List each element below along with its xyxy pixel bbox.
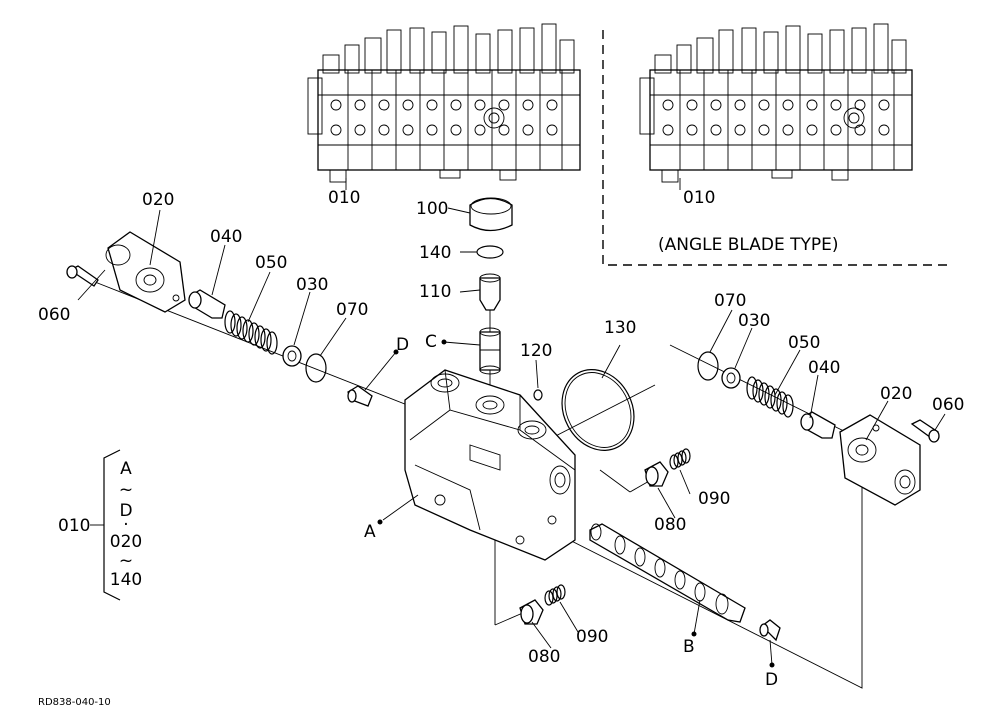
ref-A-dot [377, 519, 383, 525]
callout-050-left: 050 [255, 253, 287, 273]
bracket-line: A [120, 459, 132, 479]
plug-D-upper [347, 385, 373, 407]
callout-080-lower: 080 [528, 647, 560, 667]
callout-130: 130 [604, 318, 636, 338]
assembly-bracket [90, 449, 121, 601]
plug-D-lower [759, 619, 781, 642]
oring-070-left [305, 353, 327, 383]
callout-120: 120 [520, 341, 552, 361]
bracket-assembly-code: 010 [58, 516, 90, 536]
valve-body [404, 369, 576, 561]
spring-050-left [224, 310, 278, 355]
spool-B [589, 523, 746, 623]
ref-C-dot [441, 339, 447, 345]
callout-060-left: 060 [38, 305, 70, 325]
callout-080-upper: 080 [654, 515, 686, 535]
drawing-code: RD838-040-10 [38, 697, 111, 708]
callout-020-left: 020 [142, 190, 174, 210]
callout-090-lower: 090 [576, 627, 608, 647]
flange-020-left [105, 231, 186, 313]
spring-090-upper [669, 448, 691, 470]
callout-040-left: 040 [210, 227, 242, 247]
washer-030-left [282, 345, 302, 367]
callout-030-left: 030 [296, 275, 328, 295]
bolt-060-left [66, 265, 99, 287]
flange-020-right [839, 414, 921, 506]
variant-label: (ANGLE BLADE TYPE) [658, 235, 839, 255]
ref-D-upper: D [396, 335, 409, 355]
callout-140: 140 [419, 243, 451, 263]
bracket-line: · [123, 515, 128, 535]
poppet-040-left [188, 289, 226, 319]
plug-080-lower [519, 599, 544, 625]
valve-assembly-main [307, 23, 581, 190]
plug-080-upper [644, 461, 669, 487]
callout-020-right: 020 [880, 384, 912, 404]
bracket-range-list: A ~ D · 020 ~ 140 [110, 459, 142, 590]
ref-D-upper-dot [393, 349, 399, 355]
variant-enclosure [602, 30, 948, 266]
bracket-line: 140 [110, 570, 142, 590]
valve-assembly-variant [639, 23, 913, 190]
washer-030-right [721, 367, 741, 389]
oring-140 [476, 245, 504, 259]
spring-050-right [746, 376, 794, 418]
bolt-060-right [910, 419, 940, 443]
callout-070-left: 070 [336, 300, 368, 320]
callout-030-right: 030 [738, 311, 770, 331]
leader-lines [77, 207, 946, 666]
bracket-line: ~ [119, 551, 133, 571]
piston-110 [479, 273, 501, 311]
oring-130 [561, 369, 635, 451]
check-valve-C [479, 327, 501, 375]
ref-A: A [364, 522, 376, 542]
callout-070-right: 070 [714, 291, 746, 311]
ref-D-lower-dot [769, 662, 775, 668]
callout-010-variant: 010 [683, 188, 715, 208]
bracket-line: 020 [110, 532, 142, 552]
ref-B: B [683, 637, 695, 657]
poppet-040-right [800, 411, 836, 439]
callout-040-right: 040 [808, 358, 840, 378]
callout-050-right: 050 [788, 333, 820, 353]
oring-070-right [697, 351, 719, 381]
bracket-line: D [119, 501, 132, 521]
callout-060-right: 060 [932, 395, 964, 415]
bracket-line: ~ [119, 480, 133, 500]
cap-100 [469, 197, 513, 232]
ref-B-dot [691, 631, 697, 637]
callout-090-upper: 090 [698, 489, 730, 509]
ring-120 [533, 389, 543, 401]
ref-D-lower: D [765, 670, 778, 690]
spring-090-lower [544, 584, 566, 606]
callout-110: 110 [419, 282, 451, 302]
callout-100: 100 [416, 199, 448, 219]
ref-C: C [425, 332, 437, 352]
callout-010-main: 010 [328, 188, 360, 208]
